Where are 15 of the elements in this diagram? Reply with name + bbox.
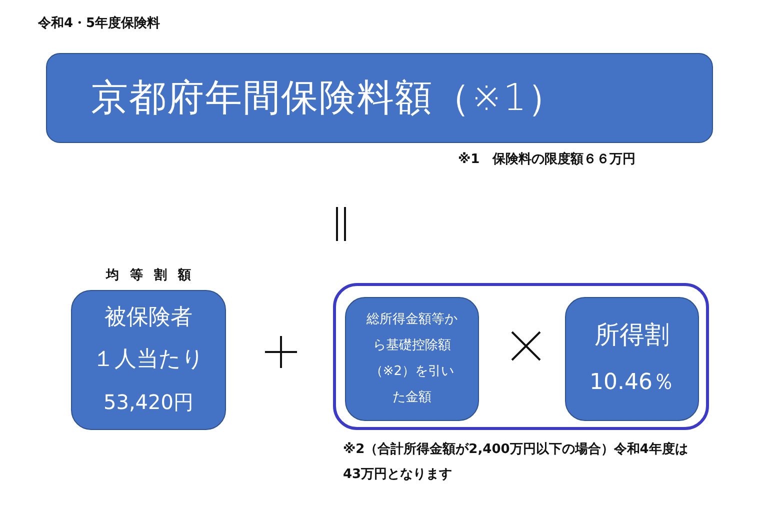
box-text: 10.46％	[590, 369, 674, 397]
box-text: 53,420円	[104, 389, 194, 416]
box-text: 総所得金額等から基礎控除額（※2）を引いた金額	[366, 311, 458, 407]
box-text: 被保険者	[104, 304, 192, 332]
title-box	[46, 53, 713, 143]
heading-text: 京都府年間保険料額（※1）	[91, 75, 566, 121]
footnote: ※2（合計所得金額が2,400万円以下の場合）令和4年度は43万円となります	[343, 440, 689, 484]
footnote: ※1 保険料の限度額６６万円	[458, 150, 636, 169]
box-text: １人当たり	[92, 346, 204, 374]
page-title: 令和4・5年度保険料	[38, 14, 160, 32]
formula-box	[565, 297, 699, 421]
box-text: 所得割	[594, 319, 670, 351]
heading-label: 均等割額	[104, 266, 203, 284]
group-outline	[333, 283, 709, 430]
formula-box	[345, 297, 479, 421]
